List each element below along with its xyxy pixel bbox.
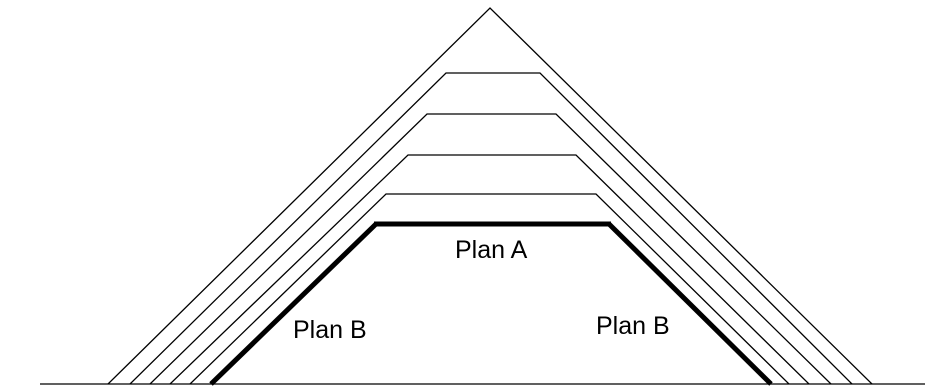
trapezoid-outline-1 <box>129 72 853 385</box>
plan-b-left-label: Plan B <box>293 316 367 344</box>
trapezoid-outline-4 <box>189 193 790 385</box>
plan-b-left-path <box>209 222 378 386</box>
outer-peak-outline <box>107 7 873 385</box>
plan-b-right-path <box>607 222 773 386</box>
plan-b-right-label: Plan B <box>596 312 670 340</box>
trapezoid-outline-3 <box>169 154 810 385</box>
plan-a-label: Plan A <box>455 236 528 264</box>
trapezoid-outline-2 <box>149 113 832 385</box>
